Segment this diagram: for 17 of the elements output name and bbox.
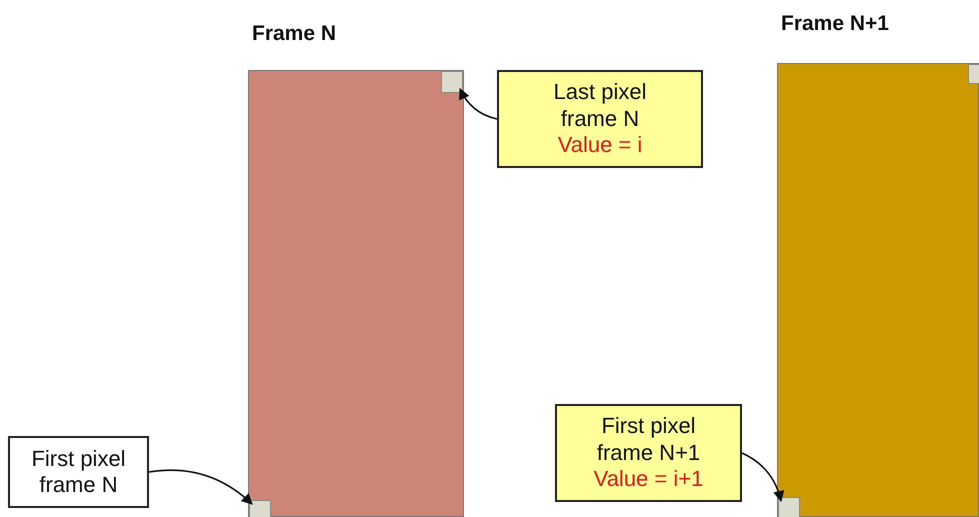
pixel-square — [249, 500, 271, 517]
value-text: Value = i — [558, 132, 642, 159]
pixel-square — [968, 64, 979, 84]
callout-box — [497, 70, 703, 168]
value-text: Value = i+1 — [594, 466, 704, 493]
callout-text: First pixel frame N — [30, 446, 127, 498]
callout-text: Last pixel frame N — [552, 79, 648, 132]
callout-text: First pixel frame N+1 — [596, 413, 702, 466]
frame-title: Frame N — [252, 22, 336, 46]
arrow — [148, 469, 253, 505]
callout-box — [555, 404, 742, 502]
arrow — [742, 452, 784, 502]
pixel-square — [778, 497, 800, 517]
frame-title: Frame N+1 — [781, 12, 889, 36]
pixel-square — [441, 71, 463, 93]
arrow — [459, 88, 498, 120]
callout-box — [8, 436, 149, 508]
